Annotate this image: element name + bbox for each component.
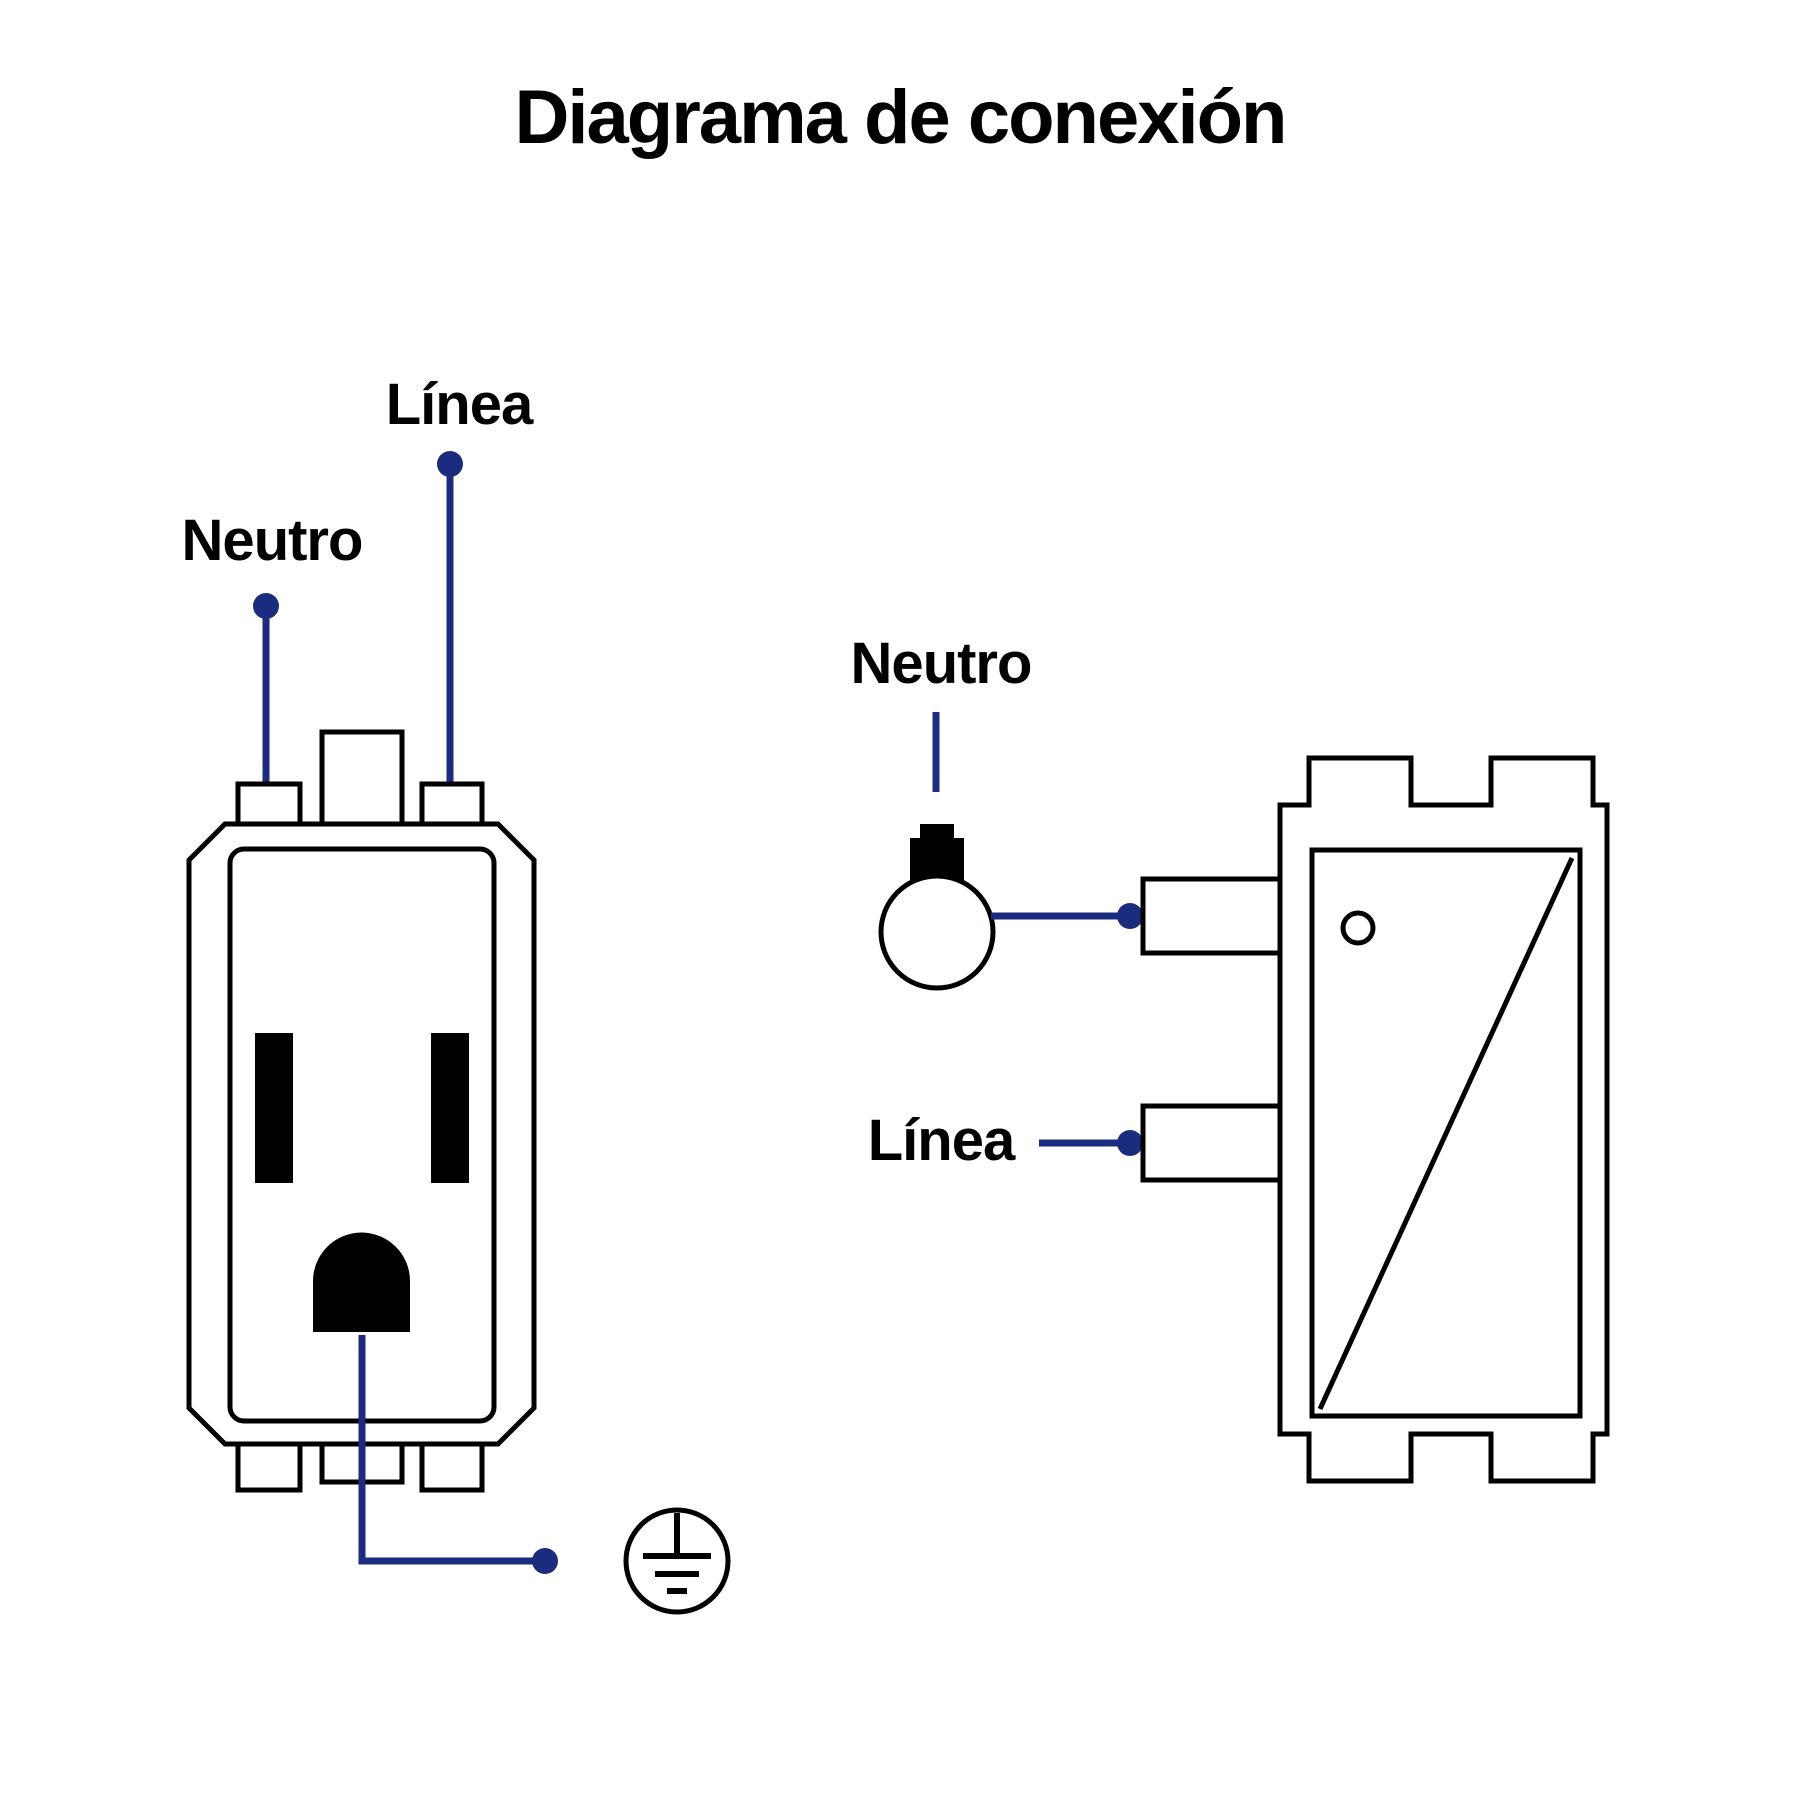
switch-linea-wire-dot — [1117, 1130, 1143, 1156]
outlet-ground-wire-dot — [532, 1548, 558, 1574]
switch-rocker-diagonal — [1317, 856, 1575, 1411]
ground-icon — [623, 1507, 731, 1615]
diagram-title: Diagrama de conexión — [515, 75, 1286, 160]
outlet-ground-wire — [358, 1335, 540, 1565]
bulb-globe — [878, 873, 996, 991]
switch-terminal-top — [1140, 876, 1286, 956]
switch-body-outline — [1277, 755, 1610, 1484]
switch-rocker — [1309, 847, 1583, 1419]
outlet-top-terminal-right — [419, 781, 485, 827]
outlet-linea-wire-dot — [437, 451, 463, 477]
outlet-line-slot — [431, 1033, 469, 1183]
switch-terminal-bottom — [1140, 1103, 1286, 1183]
light-bulb-icon — [878, 824, 996, 991]
switch-linea-label: Línea — [868, 1108, 1016, 1173]
outlet-neutro-wire-dot — [253, 593, 279, 619]
ground-icon-circle — [623, 1507, 731, 1615]
outlet-top-tab — [319, 729, 405, 827]
switch-indicator-hole — [1340, 910, 1376, 946]
outlet-neutral-slot — [255, 1033, 293, 1183]
outlet-bottom-terminal-right — [419, 1441, 485, 1493]
switch-diagram: Neutro Línea — [851, 631, 1610, 1484]
bulb-wire-dot — [1117, 903, 1143, 929]
outlet-bottom-terminal-left — [235, 1441, 303, 1493]
outlet-diagram: Línea Neutro — [182, 372, 731, 1615]
bulb-tip — [920, 824, 954, 842]
outlet-neutro-label: Neutro — [182, 508, 363, 573]
outlet-top-terminal-left — [235, 781, 303, 827]
outlet-ground-slot — [313, 1232, 410, 1332]
outlet-linea-label: Línea — [386, 372, 534, 437]
switch-neutro-label: Neutro — [851, 631, 1032, 696]
